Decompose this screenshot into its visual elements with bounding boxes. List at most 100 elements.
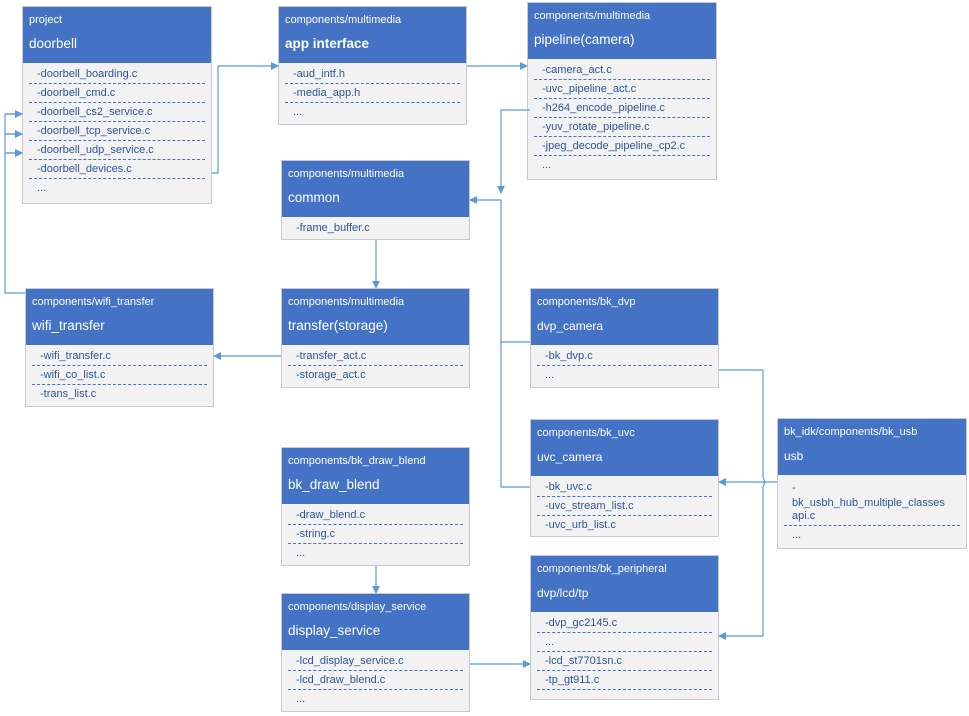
file-item: ... — [296, 547, 306, 559]
wifi-transfer-box: components/wifi_transfer wifi_transfer -… — [25, 288, 214, 407]
connector-bus-to-common — [469, 196, 530, 488]
transfer-title: transfer(storage) — [288, 318, 388, 333]
file-item: ... — [792, 529, 802, 541]
common-box: components/multimedia common -frame_buff… — [281, 160, 470, 240]
file-item: -uvc_pipeline_act.c — [534, 80, 710, 99]
draw-blend-header: components/bk_draw_blend bk_draw_blend — [282, 448, 469, 504]
file-item: -frame_buffer.c — [296, 222, 370, 234]
draw-blend-title: bk_draw_blend — [288, 477, 380, 492]
usb-category: bk_idk/components/bk_usb — [784, 426, 918, 438]
file-item: -dvp_gc2145.c — [537, 614, 712, 633]
display-service-category: components/display_service — [288, 601, 427, 613]
file-item: -string.c — [288, 525, 463, 544]
common-file-list: -frame_buffer.c — [282, 217, 469, 237]
dvp-camera-file-list: -bk_dvp.c ... — [531, 345, 718, 384]
common-header: components/multimedia common — [282, 161, 469, 217]
draw-blend-category: components/bk_draw_blend — [288, 455, 426, 467]
connector-dvp-to-peripheral — [718, 369, 766, 640]
app-interface-title: app interface — [285, 36, 370, 51]
file-item: ... — [542, 159, 552, 171]
peripheral-file-list: -dvp_gc2145.c ... -lcd_st7701sn.c -tp_gt… — [531, 612, 718, 690]
file-item: -transfer_act.c — [288, 347, 463, 366]
draw-blend-box: components/bk_draw_blend bk_draw_blend -… — [281, 447, 470, 566]
pipeline-header: components/multimedia pipeline(camera) — [528, 3, 716, 59]
file-item: - — [792, 482, 796, 494]
file-item: -doorbell_devices.c — [29, 160, 205, 179]
common-title: common — [288, 190, 340, 205]
usb-file-list: - bk_usbh_hub_multiple_classes api.c ... — [778, 475, 966, 544]
pipeline-file-list: -camera_act.c -uvc_pipeline_act.c -h264_… — [528, 59, 716, 174]
file-item: -camera_act.c — [534, 61, 710, 80]
file-item: -doorbell_udp_service.c — [29, 141, 205, 160]
usb-title: usb — [784, 449, 804, 463]
wifi-transfer-header: components/wifi_transfer wifi_transfer — [26, 289, 213, 345]
uvc-camera-header: components/bk_uvc uvc_camera — [531, 420, 718, 476]
file-item: ... — [293, 106, 303, 118]
wifi-transfer-file-list: -wifi_transfer.c -wifi_co_list.c -trans_… — [26, 345, 213, 403]
file-item: -draw_blend.c — [288, 506, 463, 525]
transfer-box: components/multimedia transfer(storage) … — [281, 288, 470, 388]
app-interface-file-list: -aud_intf.h -media_app.h ... — [279, 63, 466, 121]
app-interface-header: components/multimedia app interface — [279, 7, 466, 63]
file-item: -trans_list.c — [40, 388, 97, 400]
file-item: -aud_intf.h — [285, 65, 460, 84]
dvp-camera-box: components/bk_dvp dvp_camera -bk_dvp.c .… — [530, 288, 719, 388]
display-service-title: display_service — [288, 623, 381, 638]
file-item: -yuv_rotate_pipeline.c — [534, 118, 710, 137]
doorbell-title: doorbell — [29, 36, 78, 51]
pipeline-title: pipeline(camera) — [534, 32, 635, 47]
file-item: -jpeg_decode_pipeline_cp2.c — [534, 137, 710, 156]
file-item: -doorbell_boarding.c — [29, 65, 205, 84]
file-item: bk_usbh_hub_multiple_classes api.c — [784, 497, 960, 526]
doorbell-file-list: -doorbell_boarding.c -doorbell_cmd.c -do… — [23, 63, 211, 197]
file-item: ... — [545, 369, 555, 381]
uvc-camera-file-list: -bk_uvc.c -uvc_stream_list.c -uvc_urb_li… — [531, 476, 718, 534]
transfer-file-list: -transfer_act.c -storage_act.c — [282, 345, 469, 384]
usb-box: bk_idk/components/bk_usb usb - bk_usbh_h… — [777, 418, 967, 549]
file-item: -storage_act.c — [296, 369, 366, 381]
wifi-transfer-title: wifi_transfer — [32, 318, 105, 333]
app-interface-box: components/multimedia app interface -aud… — [278, 6, 467, 125]
file-item: -uvc_urb_list.c — [545, 519, 616, 531]
wifi-transfer-category: components/wifi_transfer — [32, 296, 155, 308]
connector-doorbell-to-app — [212, 62, 279, 174]
file-item: -h264_encode_pipeline.c — [534, 99, 710, 118]
app-interface-category: components/multimedia — [285, 14, 402, 26]
common-category: components/multimedia — [288, 168, 405, 180]
peripheral-category: components/bk_peripheral — [537, 563, 667, 575]
connector-pipeline-to-common — [497, 109, 530, 194]
draw-blend-file-list: -draw_blend.c -string.c ... — [282, 504, 469, 562]
file-item: ... — [37, 182, 47, 194]
file-item: -uvc_stream_list.c — [537, 497, 712, 516]
display-service-header: components/display_service display_servi… — [282, 594, 469, 650]
dvp-camera-category: components/bk_dvp — [537, 296, 636, 308]
dvp-camera-title: dvp_camera — [537, 319, 604, 333]
file-item: -wifi_co_list.c — [32, 366, 207, 385]
file-item: -bk_dvp.c — [537, 347, 712, 366]
pipeline-box: components/multimedia pipeline(camera) -… — [527, 2, 717, 180]
uvc-camera-category: components/bk_uvc — [537, 427, 635, 439]
peripheral-title: dvp/lcd/tp — [537, 586, 589, 600]
peripheral-header: components/bk_peripheral dvp/lcd/tp — [531, 556, 718, 612]
file-item: -wifi_transfer.c — [32, 347, 207, 366]
file-item: -lcd_st7701sn.c — [537, 652, 712, 671]
pipeline-category: components/multimedia — [534, 10, 651, 22]
doorbell-box: project doorbell -doorbell_boarding.c -d… — [22, 6, 212, 204]
display-service-file-list: -lcd_display_service.c -lcd_draw_blend.c… — [282, 650, 469, 708]
file-item: ... — [296, 693, 306, 705]
transfer-header: components/multimedia transfer(storage) — [282, 289, 469, 345]
display-service-box: components/display_service display_servi… — [281, 593, 470, 712]
file-item: -lcd_display_service.c — [288, 652, 463, 671]
peripheral-box: components/bk_peripheral dvp/lcd/tp -dvp… — [530, 555, 719, 700]
file-item: -doorbell_cs2_service.c — [29, 103, 205, 122]
doorbell-header: project doorbell — [23, 7, 211, 63]
uvc-camera-box: components/bk_uvc uvc_camera -bk_uvc.c -… — [530, 419, 719, 537]
file-item: -tp_gt911.c — [537, 671, 712, 690]
transfer-category: components/multimedia — [288, 296, 405, 308]
file-item: -bk_uvc.c — [537, 478, 712, 497]
dvp-camera-header: components/bk_dvp dvp_camera — [531, 289, 718, 345]
file-item: -lcd_draw_blend.c — [288, 671, 463, 690]
file-item: -doorbell_tcp_service.c — [29, 122, 205, 141]
file-item: -media_app.h — [285, 84, 460, 103]
